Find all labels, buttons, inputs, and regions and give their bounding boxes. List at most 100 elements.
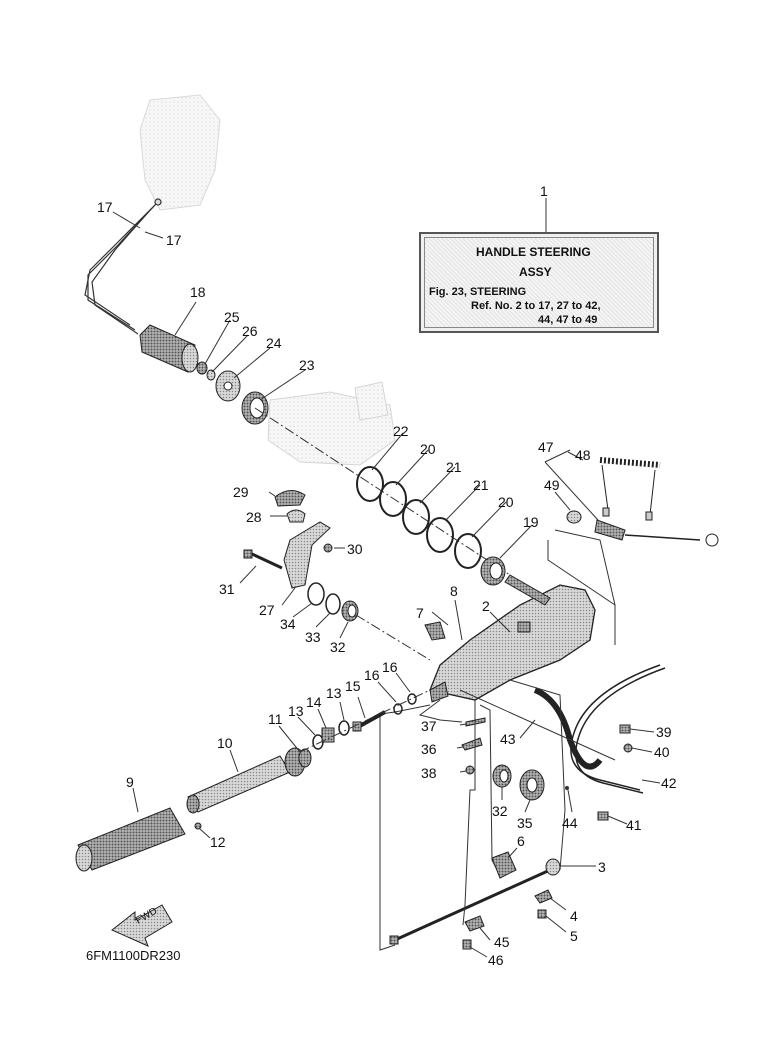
part-47-stop-switch xyxy=(594,519,719,547)
callout-49: 49 xyxy=(544,477,560,493)
callout-28: 28 xyxy=(246,509,262,525)
callout-43: 43 xyxy=(500,731,516,747)
callout-2: 2 xyxy=(482,598,490,614)
callout-23: 23 xyxy=(299,357,315,373)
assy-ref-1: Ref. No. 2 to 17, 27 to 42, xyxy=(471,300,601,312)
callout-14: 14 xyxy=(306,694,322,710)
callout-32b: 32 xyxy=(492,803,508,819)
part-11-ring xyxy=(298,748,312,768)
callout-47: 47 xyxy=(538,439,554,455)
drawing-code: 6FM1100DR230 xyxy=(86,948,181,963)
part-7-clip xyxy=(424,621,446,641)
part-18-grip xyxy=(139,324,199,373)
engine-ghost xyxy=(139,94,221,211)
part-34-washer xyxy=(307,582,341,615)
callout-15: 15 xyxy=(345,678,361,694)
fwd-arrow-icon xyxy=(111,904,173,947)
callout-36: 36 xyxy=(421,741,437,757)
part-25-nut xyxy=(196,361,216,381)
assy-title-2: ASSY xyxy=(519,265,552,279)
part-36-clip xyxy=(461,717,486,775)
part-42-cable xyxy=(570,664,666,794)
callout-46: 46 xyxy=(488,952,504,968)
callout-20b: 20 xyxy=(498,494,514,510)
leader-lines xyxy=(379,679,616,951)
part-39-clip xyxy=(597,724,633,821)
callout-44: 44 xyxy=(562,815,578,831)
callout-5: 5 xyxy=(570,928,578,944)
callout-3: 3 xyxy=(598,859,606,875)
part-4-bracket xyxy=(534,889,553,919)
part-12-screw xyxy=(194,822,202,830)
part-10-shaft xyxy=(186,747,306,814)
callout-31: 31 xyxy=(219,581,235,597)
callout-16a: 16 xyxy=(382,659,398,675)
callout-21a: 21 xyxy=(446,459,462,475)
part-32-bushing xyxy=(341,600,359,622)
part-32-bushing-lower xyxy=(492,764,512,788)
part-3-rod xyxy=(389,858,561,945)
callout-17a: 17 xyxy=(97,199,113,215)
part-28-knob xyxy=(286,509,306,523)
callout-34: 34 xyxy=(280,616,296,632)
bracket-ghost xyxy=(267,381,396,466)
assy-ref-2: 44, 47 to 49 xyxy=(538,314,598,326)
part-2-handle-bracket xyxy=(429,574,596,703)
callout-16b: 16 xyxy=(364,667,380,683)
part-45-bracket xyxy=(462,915,485,950)
callout-12: 12 xyxy=(210,834,226,850)
part-14-spring xyxy=(312,720,350,750)
part-30-screw xyxy=(323,543,333,553)
callout-30: 30 xyxy=(347,541,363,557)
callout-38: 38 xyxy=(421,765,437,781)
callout-48: 48 xyxy=(575,447,591,463)
part-27-lever xyxy=(283,521,331,589)
callout-9: 9 xyxy=(126,774,134,790)
part-31-bolt xyxy=(243,549,283,570)
part-16-washer xyxy=(393,693,417,715)
callout-33: 33 xyxy=(305,629,321,645)
callout-19: 19 xyxy=(523,514,539,530)
callout-35: 35 xyxy=(517,815,533,831)
callout-6: 6 xyxy=(517,833,525,849)
callout-37: 37 xyxy=(421,718,437,734)
part-29-cap xyxy=(274,490,306,507)
callout-13b: 13 xyxy=(288,703,304,719)
callout-1: 1 xyxy=(540,183,548,199)
callout-8: 8 xyxy=(450,583,458,599)
callout-29: 29 xyxy=(233,484,249,500)
callout-18: 18 xyxy=(190,284,206,300)
washer-rings xyxy=(356,466,482,569)
callout-21b: 21 xyxy=(473,477,489,493)
callout-4: 4 xyxy=(570,908,578,924)
assy-fig: Fig. 23, STEERING xyxy=(429,286,527,298)
callout-10: 10 xyxy=(217,735,233,751)
part-9-grip xyxy=(75,807,186,872)
part-35-grommet xyxy=(519,769,545,801)
callout-41: 41 xyxy=(626,817,642,833)
part-48-lanyard xyxy=(599,457,661,521)
assy-title-1: HANDLE STEERING xyxy=(476,245,591,259)
callout-11: 11 xyxy=(268,711,283,727)
part-49-cap xyxy=(566,510,582,524)
callout-39: 39 xyxy=(656,724,672,740)
callout-40: 40 xyxy=(654,744,670,760)
callout-26: 26 xyxy=(242,323,258,339)
part-17-wire xyxy=(84,198,162,335)
part-6-switch xyxy=(491,851,517,879)
callout-45: 45 xyxy=(494,934,510,950)
callout-7: 7 xyxy=(416,605,424,621)
callout-17b: 17 xyxy=(166,232,182,248)
callout-13a: 13 xyxy=(326,685,342,701)
callout-27: 27 xyxy=(259,602,275,618)
callout-24: 24 xyxy=(266,335,282,351)
callout-20a: 20 xyxy=(420,441,436,457)
callout-22: 22 xyxy=(393,423,409,439)
callout-32a: 32 xyxy=(330,639,346,655)
assy-callout-box: HANDLE STEERING ASSY Fig. 23, STEERING R… xyxy=(419,232,659,333)
callout-25: 25 xyxy=(224,309,240,325)
part-19-bushing xyxy=(480,556,506,586)
part-24-plate xyxy=(215,370,241,402)
callout-42: 42 xyxy=(661,775,677,791)
